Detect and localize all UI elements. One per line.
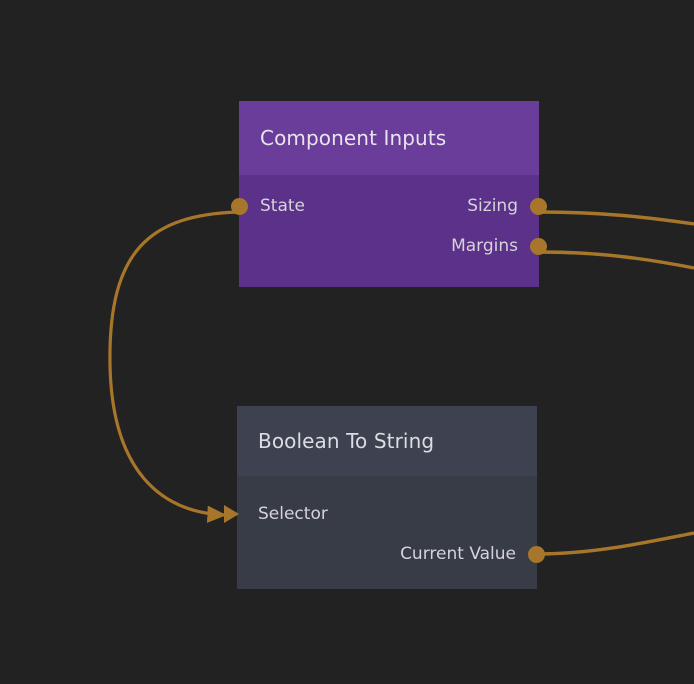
port-dot-margins-icon[interactable]: [530, 237, 547, 255]
node-title: Boolean To String: [258, 429, 435, 453]
port-dot-current-value-icon[interactable]: [528, 545, 545, 563]
wire-sizing-out: [539, 210, 694, 226]
port-label-sizing: Sizing: [467, 196, 518, 216]
node-header-component-inputs[interactable]: Component Inputs: [239, 101, 539, 175]
node-body-component-inputs: State Sizing Margins: [231, 175, 547, 287]
port-arrow-selector-icon[interactable]: [224, 505, 239, 523]
node-component-inputs[interactable]: Component Inputs State Sizing Margins: [231, 101, 547, 287]
port-dot-state-icon[interactable]: [231, 197, 248, 215]
node-title: Component Inputs: [260, 126, 447, 150]
port-dot-sizing-icon[interactable]: [530, 197, 547, 215]
wire-margins-out: [539, 250, 694, 270]
wire-current-value-out: [537, 531, 694, 556]
port-row-current-value[interactable]: Current Value: [400, 540, 545, 568]
port-row-margins[interactable]: Margins: [451, 232, 547, 260]
node-header-boolean-to-string[interactable]: Boolean To String: [237, 406, 537, 476]
node-body-boolean-to-string: Selector Current Value: [224, 476, 545, 589]
port-row-selector[interactable]: Selector: [224, 500, 328, 528]
port-label-current-value: Current Value: [400, 544, 516, 564]
port-row-state[interactable]: State: [231, 192, 305, 220]
node-boolean-to-string[interactable]: Boolean To String Selector Current Value: [224, 406, 545, 589]
port-label-selector: Selector: [258, 504, 328, 524]
port-label-state: State: [260, 196, 305, 216]
wire-state-to-selector: [108, 210, 239, 523]
port-label-margins: Margins: [451, 236, 518, 256]
port-row-sizing[interactable]: Sizing: [467, 192, 547, 220]
